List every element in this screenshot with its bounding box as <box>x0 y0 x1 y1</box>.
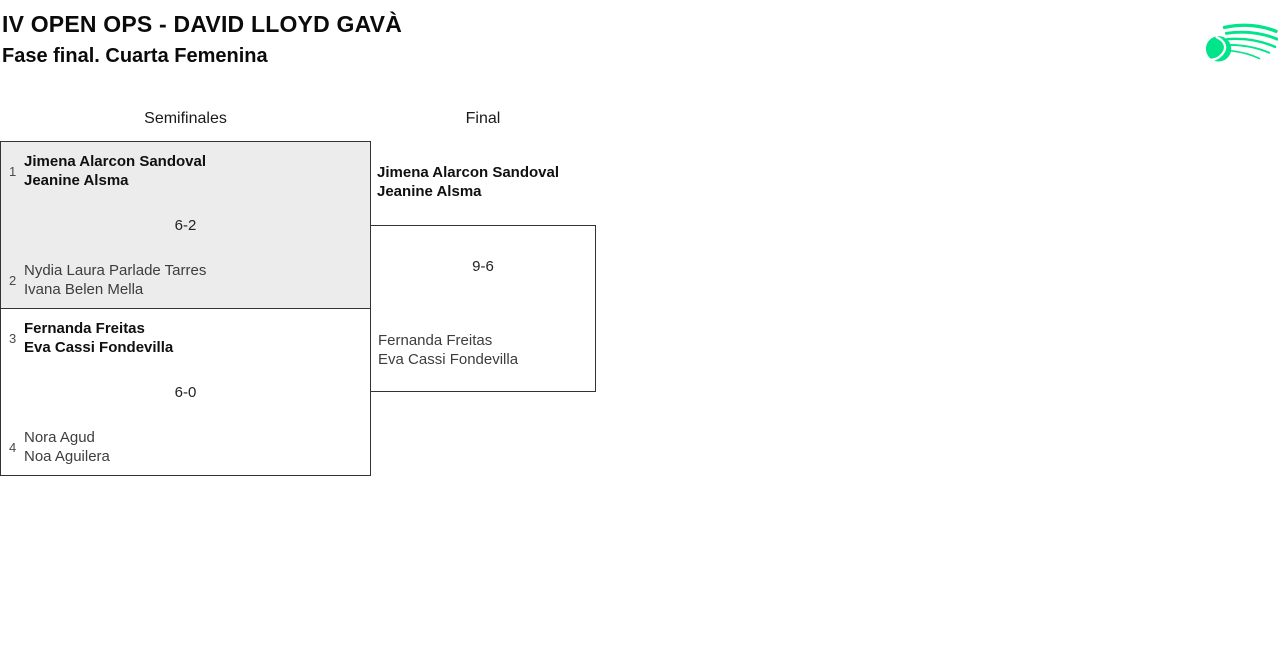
team-players: Jimena Alarcon Sandoval Jeanine Alsma <box>24 152 206 190</box>
semifinal-match-1: 1 Jimena Alarcon Sandoval Jeanine Alsma … <box>0 141 371 309</box>
category-subtitle: Fase final. Cuarta Femenina <box>2 45 268 67</box>
player-name: Jimena Alarcon Sandoval <box>377 164 560 181</box>
player-name: Nora Agud <box>24 429 95 446</box>
round-header-semifinals: Semifinales <box>144 110 227 127</box>
team-players: Fernanda Freitas Eva Cassi Fondevilla <box>24 319 173 357</box>
semifinals-column: 1 Jimena Alarcon Sandoval Jeanine Alsma … <box>0 141 371 476</box>
ball-swoosh-logo-icon <box>1205 23 1278 62</box>
team-row-loser: 4 Nora Agud Noa Aguilera <box>1 428 370 466</box>
player-name: Jeanine Alsma <box>377 183 482 200</box>
seed-number: 2 <box>9 272 17 288</box>
seed-number: 1 <box>9 163 17 179</box>
player-name: Jimena Alarcon Sandoval <box>24 153 207 170</box>
player-name: Ivana Belen Mella <box>24 281 144 298</box>
tournament-title: IV OPEN OPS - DAVID LLOYD GAVÀ <box>2 11 403 37</box>
team-row-winner: 1 Jimena Alarcon Sandoval Jeanine Alsma <box>1 152 370 190</box>
round-header-final: Final <box>465 110 501 127</box>
team-players: Nora Agud Noa Aguilera <box>24 428 110 466</box>
player-name: Fernanda Freitas <box>24 320 145 337</box>
player-name: Nydia Laura Parlade Tarres <box>24 262 207 279</box>
semifinal-match-2: 3 Fernanda Freitas Eva Cassi Fondevilla … <box>0 308 371 476</box>
team-players: Nydia Laura Parlade Tarres Ivana Belen M… <box>24 261 206 299</box>
final-score: 9-6 <box>472 258 494 275</box>
player-name: Eva Cassi Fondevilla <box>378 351 519 368</box>
seed-number: 3 <box>9 330 17 346</box>
player-name: Jeanine Alsma <box>24 172 129 189</box>
final-winner-team: Jimena Alarcon Sandoval Jeanine Alsma <box>377 163 559 201</box>
final-match-box: 9-6 Fernanda Freitas Eva Cassi Fondevill… <box>370 225 596 392</box>
player-name: Noa Aguilera <box>24 448 110 465</box>
match-score: 6-2 <box>174 217 197 234</box>
match-score: 6-0 <box>174 384 197 401</box>
team-row-winner: 3 Fernanda Freitas Eva Cassi Fondevilla <box>1 319 370 357</box>
player-name: Eva Cassi Fondevilla <box>24 339 174 356</box>
team-row-loser: 2 Nydia Laura Parlade Tarres Ivana Belen… <box>1 261 370 299</box>
final-loser-team: Fernanda Freitas Eva Cassi Fondevilla <box>378 331 518 369</box>
seed-number: 4 <box>9 439 17 455</box>
player-name: Fernanda Freitas <box>378 332 493 349</box>
